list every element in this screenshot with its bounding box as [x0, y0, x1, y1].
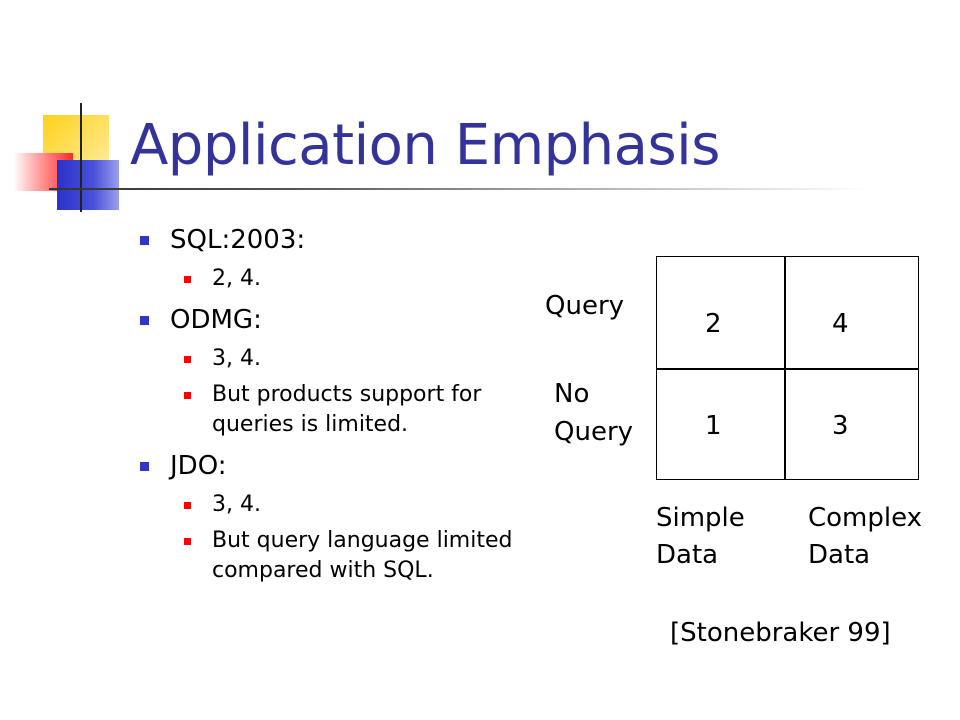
sub-bullet-square-icon	[184, 538, 191, 545]
bullet-label: JDO:	[170, 451, 227, 481]
sub-bullet: But products support for queries is limi…	[136, 380, 516, 440]
bullet-label: SQL:2003:	[170, 225, 306, 255]
slide-title: Application Emphasis	[130, 113, 720, 178]
col-label-simple: Simple	[656, 503, 745, 533]
sub-bullet-text: 2, 4.	[212, 266, 261, 291]
sub-bullet-text: 3, 4.	[212, 492, 261, 517]
sub-bullet: But query language limited compared with…	[136, 526, 516, 586]
sub-bullet: 3, 4.	[136, 344, 516, 374]
row-label-no-query: Query	[554, 417, 634, 447]
row-label-query: Query	[545, 291, 625, 321]
col-label-complex-data: Data	[808, 540, 871, 570]
cell-query-simple: 2	[705, 309, 722, 339]
sub-bullet-square-icon	[184, 392, 191, 399]
bullet-square-icon	[140, 316, 149, 325]
title-underline	[49, 188, 869, 190]
sub-bullet-text: But products support for queries is limi…	[212, 382, 482, 437]
bullet-label: ODMG:	[170, 305, 262, 335]
bullet-odmg: ODMG:	[136, 302, 516, 338]
matrix-divider-horizontal	[657, 368, 918, 370]
sub-bullet: 3, 4.	[136, 490, 516, 520]
cell-noquery-complex: 3	[832, 411, 849, 441]
sub-bullet: 2, 4.	[136, 264, 516, 294]
sub-bullet-text: 3, 4.	[212, 346, 261, 371]
row-label-no: No	[554, 379, 590, 409]
cell-query-complex: 4	[832, 309, 849, 339]
col-label-complex: Complex	[808, 503, 923, 533]
bullet-list: SQL:2003: 2, 4. ODMG: 3, 4. But products…	[136, 222, 516, 586]
bullet-square-icon	[140, 236, 149, 245]
citation: [Stonebraker 99]	[670, 618, 891, 648]
sub-bullet-text: But query language limited compared with…	[212, 528, 513, 583]
bullet-square-icon	[140, 462, 149, 471]
cell-noquery-simple: 1	[705, 411, 722, 441]
sub-bullet-square-icon	[184, 356, 191, 363]
col-label-simple-data: Data	[656, 540, 719, 570]
decor-blue-square	[57, 160, 119, 210]
bullet-sql2003: SQL:2003:	[136, 222, 516, 258]
bullet-jdo: JDO:	[136, 448, 516, 484]
decor-vertical-line	[80, 103, 82, 212]
sub-bullet-square-icon	[184, 502, 191, 509]
sub-bullet-square-icon	[184, 276, 191, 283]
quadrant-matrix: 2 4 1 3	[656, 256, 919, 480]
